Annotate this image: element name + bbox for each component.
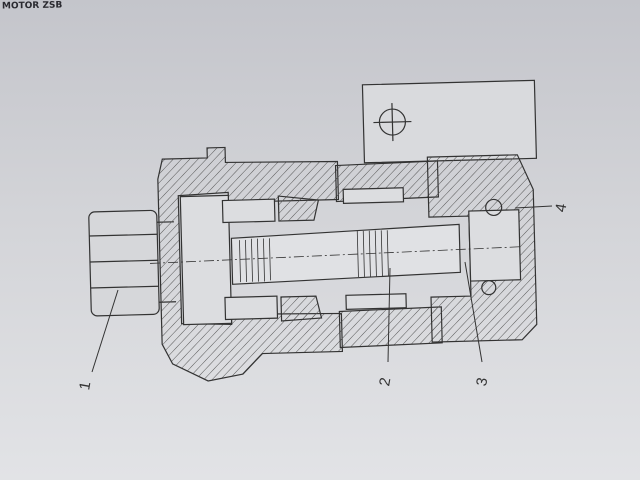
mounting-block — [361, 79, 538, 164]
callout-1: 1 — [76, 380, 94, 391]
callout-2: 2 — [376, 376, 394, 387]
front-housing — [157, 146, 344, 382]
middle-housing — [334, 160, 443, 349]
callout-3: 3 — [473, 376, 491, 387]
callout-4: 4 — [552, 202, 570, 213]
cardan-shaft — [150, 223, 520, 285]
leader-lines — [91, 205, 553, 373]
